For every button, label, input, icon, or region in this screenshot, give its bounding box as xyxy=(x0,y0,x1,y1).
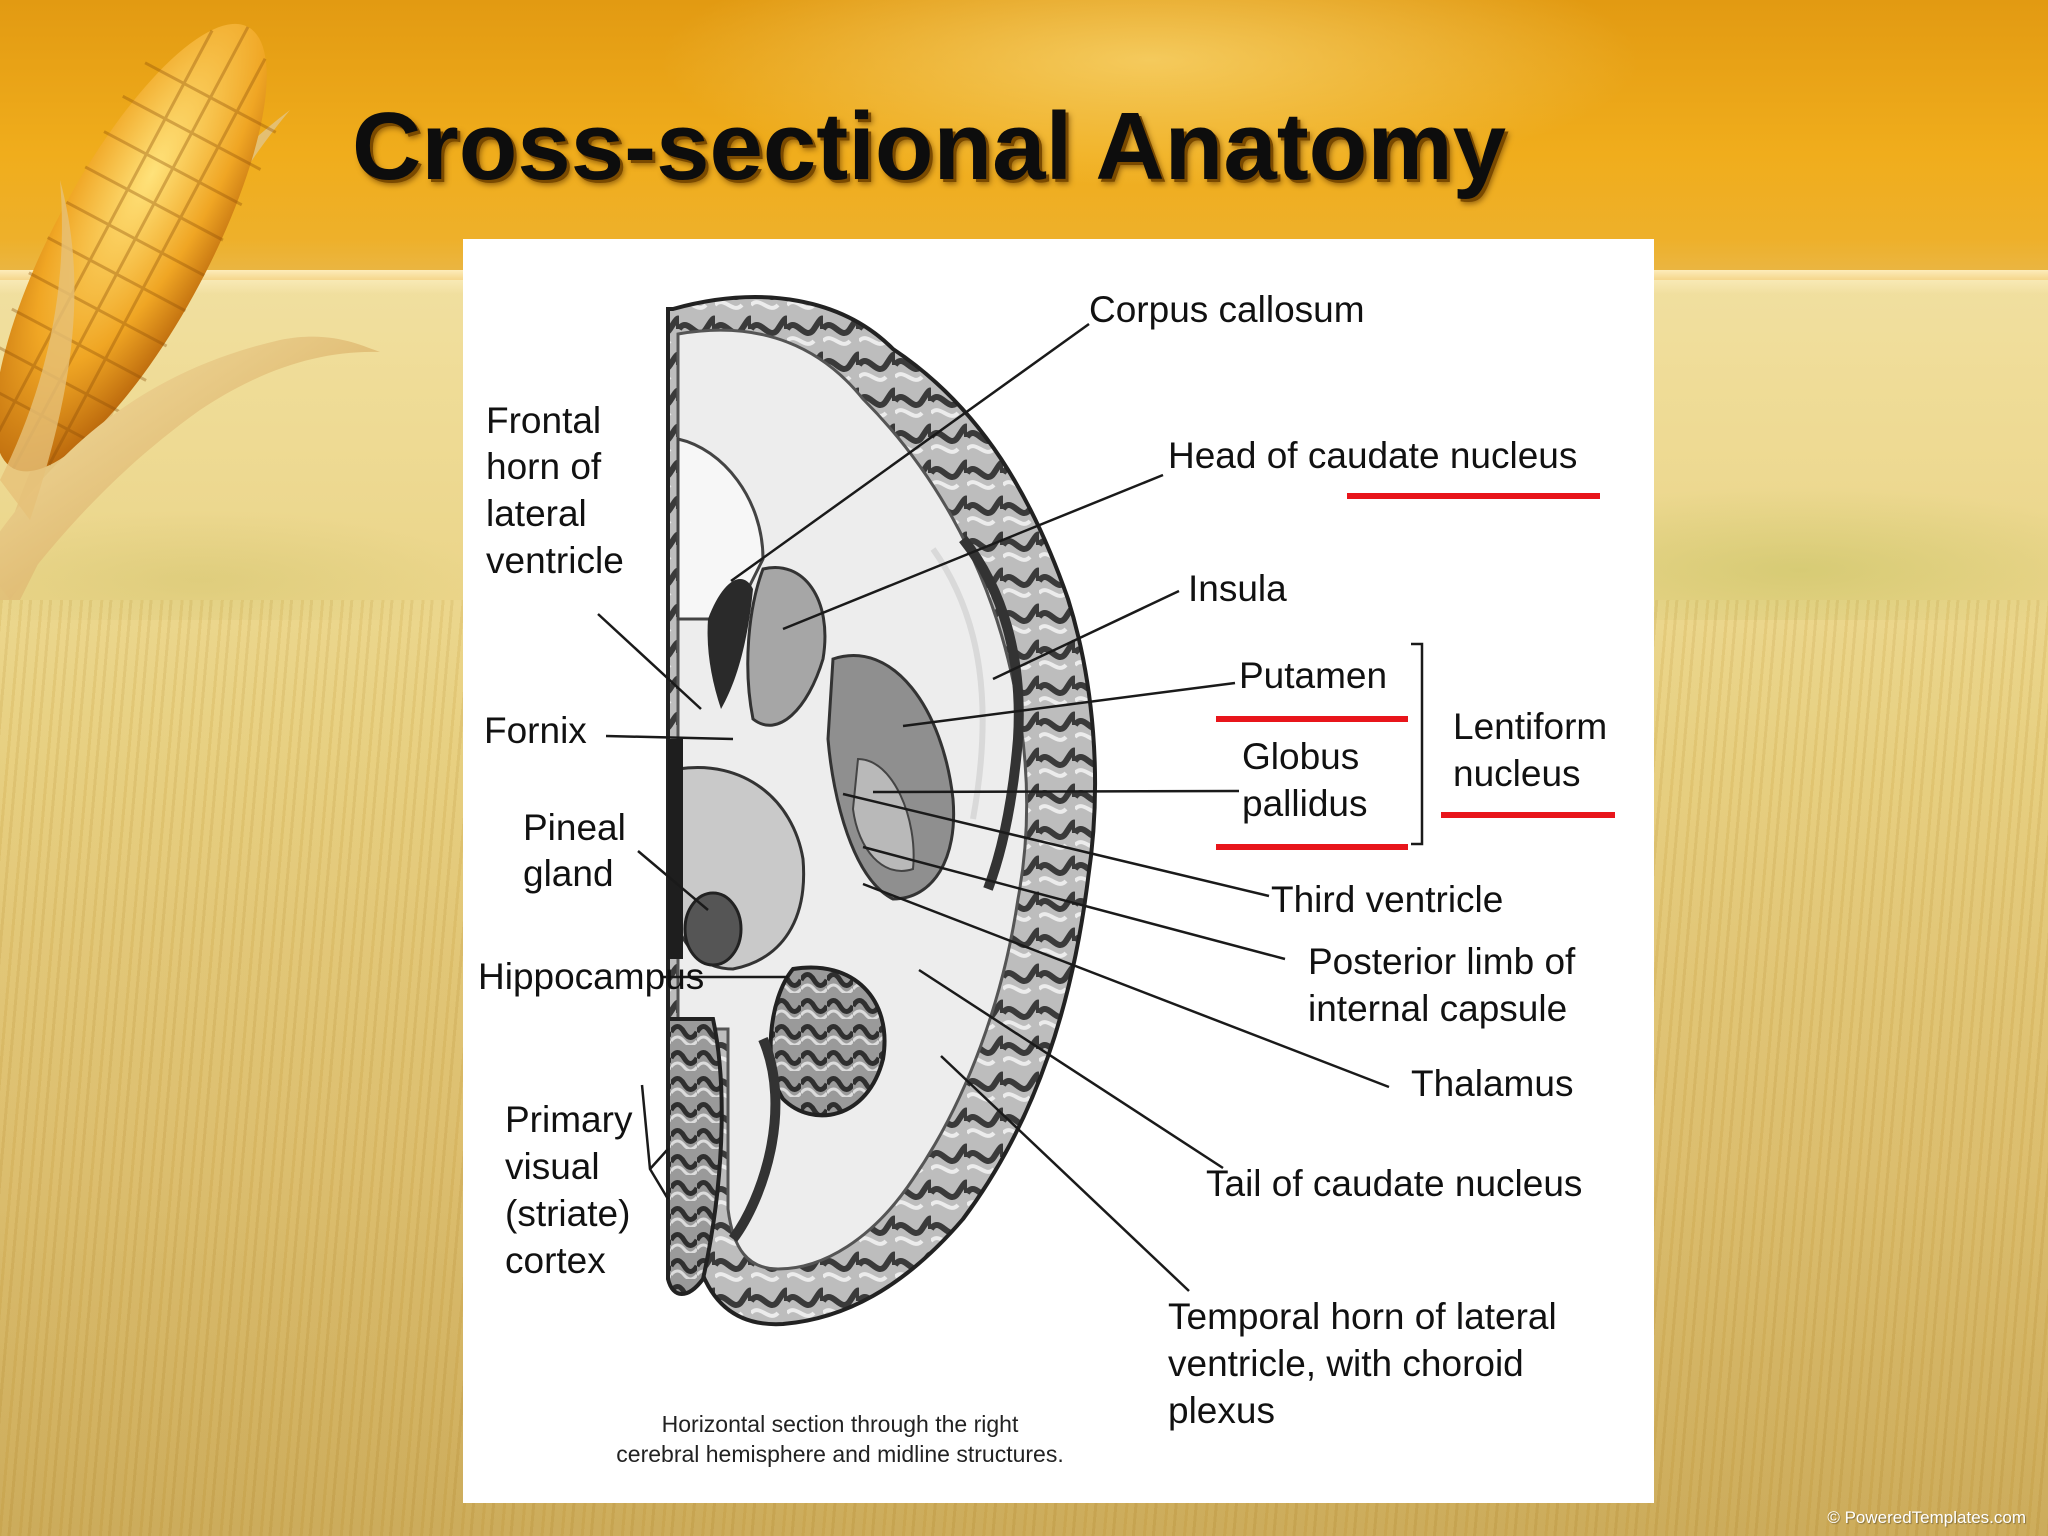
label-globus-pallidus-line2: pallidus xyxy=(1242,783,1367,824)
label-frontal-horn-line2: horn of xyxy=(486,446,602,487)
label-hippocampus: Hippocampus xyxy=(478,956,704,997)
label-temporal-horn-line2: ventricle, with choroid xyxy=(1168,1343,1524,1384)
brain-section-illustration xyxy=(666,295,1098,1327)
figure-caption-line1: Horizontal section through the right xyxy=(662,1411,1019,1437)
label-temporal-horn-line3: plexus xyxy=(1168,1390,1275,1431)
label-posterior-limb-line2: internal capsule xyxy=(1308,988,1567,1029)
label-temporal-horn-line1: Temporal horn of lateral xyxy=(1168,1296,1557,1337)
label-posterior-limb-line1: Posterior limb of xyxy=(1308,941,1576,982)
label-tail-of-caudate: Tail of caudate nucleus xyxy=(1206,1163,1582,1204)
label-putamen: Putamen xyxy=(1239,655,1387,696)
label-corpus-callosum: Corpus callosum xyxy=(1089,289,1365,330)
label-globus-pallidus-line1: Globus xyxy=(1242,736,1359,777)
label-primary-visual-line3: (striate) xyxy=(505,1193,630,1234)
label-third-ventricle: Third ventricle xyxy=(1271,879,1503,920)
label-primary-visual-line2: visual xyxy=(505,1146,600,1187)
label-frontal-horn-line3: lateral xyxy=(486,493,587,534)
anatomy-figure-svg: Corpus callosum Frontal horn of lateral … xyxy=(478,289,1615,1467)
label-insula: Insula xyxy=(1188,568,1287,609)
label-lentiform-line2: nucleus xyxy=(1453,753,1581,794)
figure-caption-line2: cerebral hemisphere and midline structur… xyxy=(616,1441,1063,1467)
label-frontal-horn-line1: Frontal xyxy=(486,400,601,441)
label-pineal-line1: Pineal xyxy=(523,807,626,848)
label-thalamus: Thalamus xyxy=(1411,1063,1573,1104)
label-head-of-caudate: Head of caudate nucleus xyxy=(1168,435,1577,476)
leader-lines xyxy=(597,322,1424,1292)
slide-title: Cross-sectional Anatomy xyxy=(352,93,1507,200)
label-frontal-horn-line4: ventricle xyxy=(486,540,624,581)
corn-cob-illustration xyxy=(0,23,380,600)
label-primary-visual-line4: cortex xyxy=(505,1240,606,1281)
label-fornix: Fornix xyxy=(484,710,587,751)
label-primary-visual-line1: Primary xyxy=(505,1099,633,1140)
label-pineal-line2: gland xyxy=(523,853,614,894)
anatomy-figure: Corpus callosum Frontal horn of lateral … xyxy=(463,239,1654,1503)
label-lentiform-line1: Lentiform xyxy=(1453,706,1607,747)
template-credit: © PoweredTemplates.com xyxy=(1827,1508,2026,1527)
figure-labels: Corpus callosum Frontal horn of lateral … xyxy=(478,289,1607,1467)
underline-annotations xyxy=(1216,493,1615,850)
header-glow xyxy=(0,0,2048,280)
